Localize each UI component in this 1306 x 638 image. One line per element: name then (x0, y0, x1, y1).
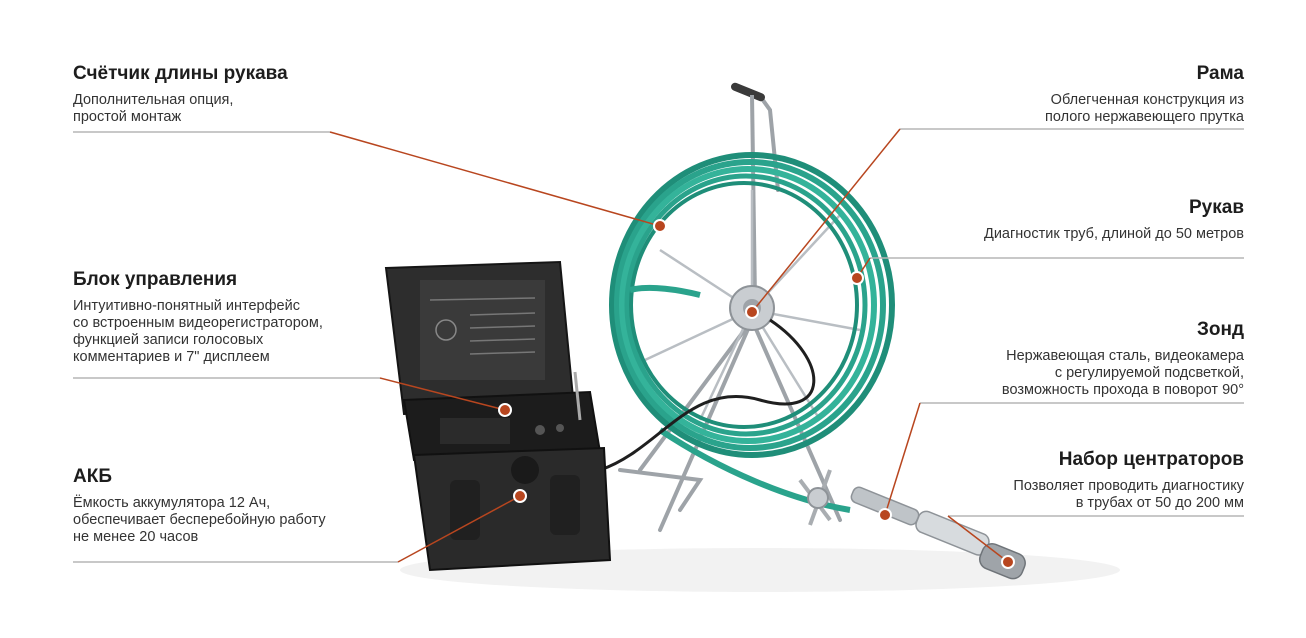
callout-desc: Ёмкость аккумулятора 12 Ач, обеспечивает… (73, 495, 326, 545)
marker-probe (878, 508, 892, 522)
marker-battery (513, 489, 527, 503)
marker-counter (653, 219, 667, 233)
callout-control-unit: Блок управления Интуитивно-понятный инте… (73, 268, 413, 366)
callout-desc: Облегченная конструкция из полого нержав… (1045, 92, 1244, 125)
hose-coil (609, 152, 895, 513)
callout-desc: Позволяет проводить диагностику в трубах… (1013, 478, 1244, 511)
marker-centrators (1001, 555, 1015, 569)
callout-title: Набор центраторов (1058, 449, 1244, 470)
callout-title: Рама (1196, 63, 1244, 84)
callout-battery: АКБ Ёмкость аккумулятора 12 Ач, обеспечи… (73, 465, 413, 546)
marker-control (498, 403, 512, 417)
callout-title: Блок управления (73, 269, 238, 290)
callout-probe: Зонд Нержавеющая сталь, видеокамера с ре… (884, 318, 1244, 399)
marker-frame (745, 305, 759, 319)
leader-lines (73, 128, 1244, 563)
reel-handle (731, 82, 765, 301)
callout-frame: Рама Облегченная конструкция из полого н… (884, 62, 1244, 126)
marker-dots (498, 219, 1015, 569)
marker-hose (850, 271, 864, 285)
callout-desc: Диагностик труб, длиной до 50 метров (984, 226, 1244, 242)
control-unit-case (384, 260, 612, 572)
callout-title: АКБ (73, 466, 112, 487)
callout-hose: Рукав Диагностик труб, длиной до 50 метр… (884, 196, 1244, 243)
callout-desc: Нержавеющая сталь, видеокамера с регулир… (1001, 348, 1244, 398)
callout-title: Рукав (1189, 197, 1244, 218)
callout-desc: Интуитивно-понятный интерфейс со встроен… (73, 298, 323, 365)
centrator-assembly (798, 469, 832, 526)
callout-counter: Счётчик длины рукава Дополнительная опци… (73, 62, 413, 126)
callout-desc: Дополнительная опция, простой монтаж (73, 92, 234, 125)
callout-title: Зонд (1196, 319, 1244, 340)
callout-title: Счётчик длины рукава (73, 63, 288, 84)
callout-centrators: Набор центраторов Позволяет проводить ди… (884, 448, 1244, 512)
